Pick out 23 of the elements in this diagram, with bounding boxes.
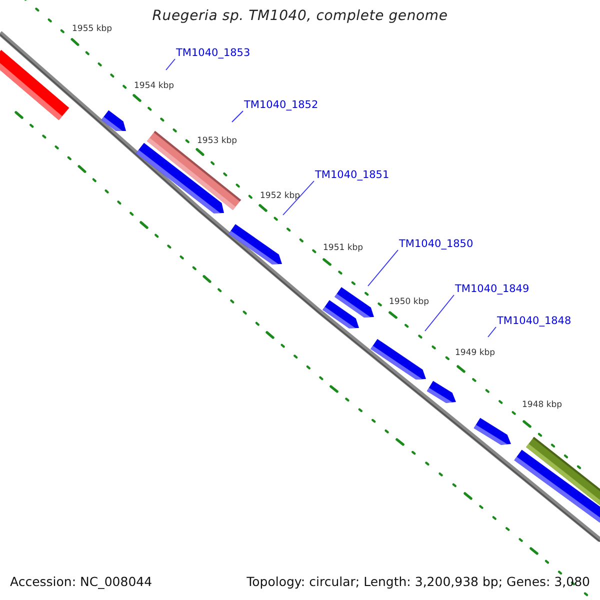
title: Ruegeria sp. TM1040, complete genome xyxy=(151,8,449,24)
gene-label: TM1040_1851 xyxy=(315,169,390,181)
scale-label: 1955 kbp xyxy=(72,24,112,34)
gene-label: TM1040_1848 xyxy=(497,315,572,327)
genome-stats: Topology: circular; Length: 3,200,938 bp; Genes: 3,080 xyxy=(246,574,590,589)
scale-label: 1949 kbp xyxy=(455,348,496,358)
scale-label: 1953 kbp xyxy=(197,136,238,146)
gene-label: TM1040_1853 xyxy=(176,47,250,59)
gene-label: TM1040_1852 xyxy=(244,99,318,111)
leader-line xyxy=(232,110,244,122)
scale-label: 1948 kbp xyxy=(522,400,562,410)
leader-line xyxy=(424,294,454,332)
leader-line xyxy=(368,250,398,286)
gene-label: TM1040_1850 xyxy=(399,238,474,250)
scale-label: 1950 kbp xyxy=(389,297,430,307)
accession-label: Accession: NC_008044 xyxy=(10,574,152,589)
scale-label: 1951 kbp xyxy=(323,243,364,253)
leader-line xyxy=(166,58,176,70)
leader-line xyxy=(488,326,496,338)
scale-label: 1952 kbp xyxy=(260,191,300,201)
leader-line xyxy=(282,180,314,216)
gene-label: TM1040_1849 xyxy=(455,283,530,295)
scale-label: 1954 kbp xyxy=(134,81,174,91)
